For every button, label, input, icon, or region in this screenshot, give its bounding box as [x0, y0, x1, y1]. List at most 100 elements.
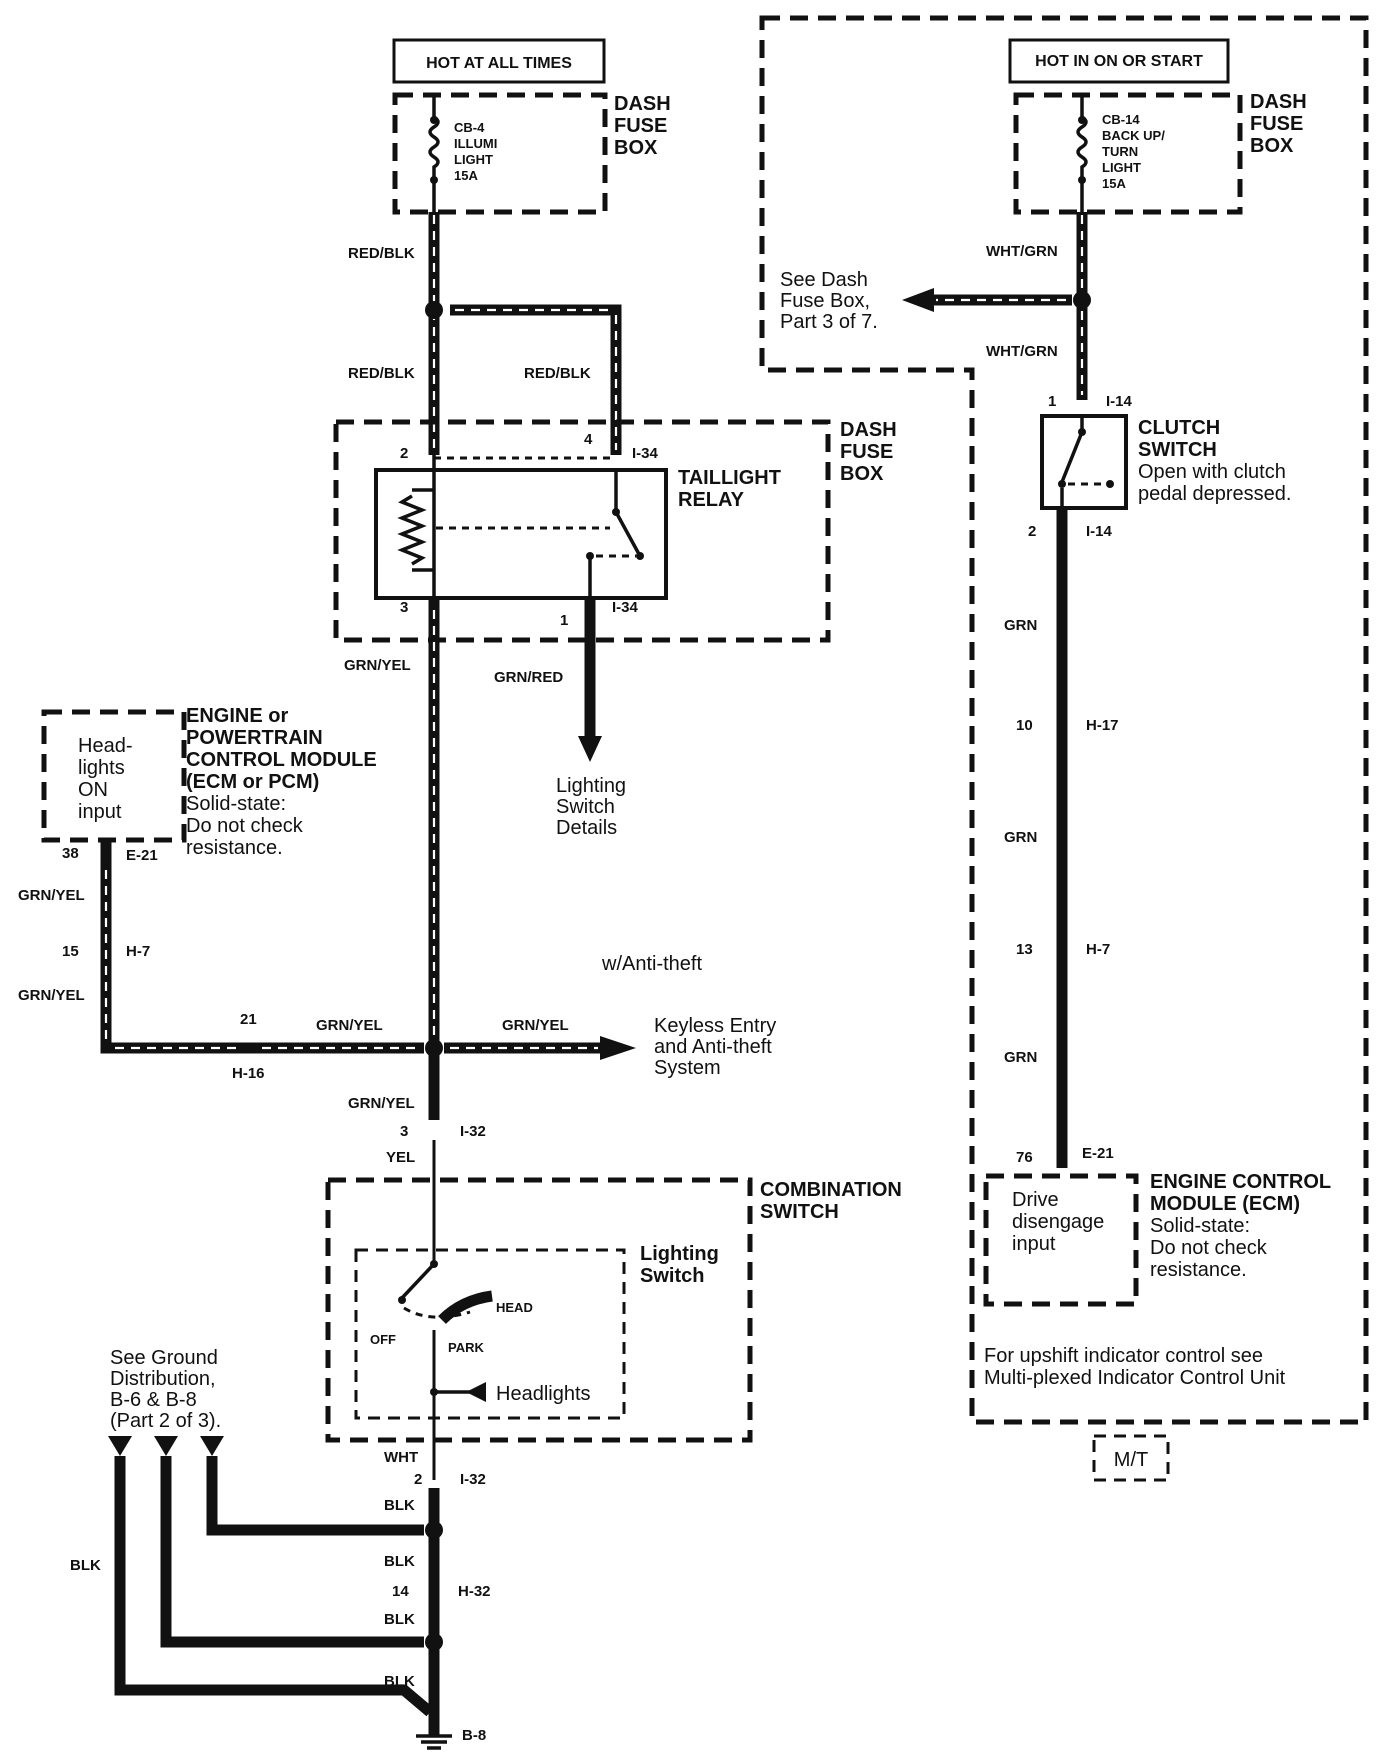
ecm-title-l2: MODULE (ECM) — [1150, 1193, 1300, 1215]
upshift-note-l1: For upshift indicator control see — [984, 1345, 1263, 1367]
anti-theft-label: w/Anti-theft — [601, 953, 702, 975]
ecm-pcm-box — [41, 709, 187, 843]
conn-h17: H-17 — [1086, 717, 1119, 734]
wire-label-wht-grn-2: WHT/GRN — [986, 343, 1058, 360]
combination-switch-l2: SWITCH — [760, 1201, 839, 1223]
conn-i34-bottom: I-34 — [612, 599, 639, 616]
wire-label-blk-2: BLK — [384, 1497, 415, 1514]
lighting-switch-l1: Lighting — [640, 1243, 719, 1265]
ecm-desc-l1: Solid-state: — [1150, 1215, 1250, 1237]
conn-h7-right: H-7 — [1086, 941, 1110, 958]
dash-fuse-box-right — [1013, 92, 1243, 215]
conn-13: 13 — [1016, 941, 1033, 958]
ecm-input-l2: disengage — [1012, 1211, 1104, 1233]
wire-label-grn-red: GRN/RED — [494, 669, 563, 686]
lighting-details-l1: Lighting — [556, 775, 626, 797]
lighting-switch-blade — [400, 1262, 436, 1300]
dash-fuse-right-l2: FUSE — [1250, 113, 1303, 135]
taillight-relay-l1: TAILLIGHT — [678, 467, 781, 489]
combination-switch-l1: COMBINATION — [760, 1179, 902, 1201]
header-right: HOT IN ON OR START — [1035, 53, 1203, 70]
conn-b8: B-8 — [462, 1727, 486, 1744]
conn-i14-bottom: I-14 — [1086, 523, 1113, 540]
keyless-l2: and Anti-theft — [654, 1036, 772, 1058]
header-box-right — [1008, 38, 1230, 84]
dash-fuse-right-l1: DASH — [1250, 91, 1307, 113]
wire-label-grn-yel-1: GRN/YEL — [344, 657, 411, 674]
conn-10: 10 — [1016, 717, 1033, 734]
conn-e21-right: E-21 — [1082, 1145, 1114, 1162]
fuse-left-l2: ILLUMI — [454, 136, 497, 151]
clutch-title-l2: SWITCH — [1138, 439, 1217, 461]
wire-label-blk-3: BLK — [384, 1553, 415, 1570]
lighting-details-l3: Details — [556, 817, 617, 839]
ecm-box — [983, 1173, 1139, 1307]
conn-e21-left: E-21 — [126, 847, 158, 864]
see-ground-l2: Distribution, — [110, 1368, 216, 1390]
ecm-desc-l2: Do not check — [1150, 1237, 1268, 1259]
ground-arrow-1 — [108, 1436, 132, 1456]
wire-label-grn-yel-3: GRN/YEL — [18, 987, 85, 1004]
clutch-desc-l1: Open with clutch — [1138, 461, 1286, 483]
arrow-keyless — [600, 1036, 636, 1060]
wire-label-grn-2: GRN — [1004, 829, 1037, 846]
taillight-relay-l2: RELAY — [678, 489, 745, 511]
wire-label-red-blk-3: RED/BLK — [524, 365, 591, 382]
taillight-relay — [374, 468, 668, 600]
fuse-right-l5: 15A — [1102, 176, 1126, 191]
wire-label-red-blk-2: RED/BLK — [348, 365, 415, 382]
conn-i34-top: I-34 — [632, 445, 659, 462]
conn-14: 14 — [392, 1583, 409, 1600]
wire-label-grn-1: GRN — [1004, 617, 1037, 634]
fuse-symbol-right — [1076, 95, 1088, 212]
splice-red-blk — [425, 301, 443, 319]
dash-fuse-relay-l3: BOX — [840, 463, 884, 485]
ecm-pcm-title-l1: ENGINE or — [186, 705, 288, 727]
keyless-l3: System — [654, 1057, 721, 1079]
conn-h7-left: H-7 — [126, 943, 150, 960]
splice-wht-grn — [1073, 291, 1091, 309]
relay-coil — [397, 494, 427, 566]
clutch-switch-blade — [1060, 416, 1084, 483]
ecm-pcm-title-l3: CONTROL MODULE — [186, 749, 377, 771]
arrow-lighting-details — [578, 736, 602, 762]
conn-4: 4 — [584, 431, 593, 448]
see-dash-l3: Part 3 of 7. — [780, 311, 878, 333]
dash-fuse-box-left — [392, 92, 608, 215]
header-box-left — [392, 38, 606, 84]
pos-off: OFF — [370, 1332, 396, 1347]
dash-fuse-relay-l2: FUSE — [840, 441, 893, 463]
wire-blk-ground-1 — [114, 1456, 434, 1717]
fuse-right-l3: TURN — [1102, 144, 1138, 159]
dash-fuse-relay-l1: DASH — [840, 419, 897, 441]
head-contact — [438, 1290, 493, 1325]
ecm-pcm-input-l2: lights — [78, 757, 125, 779]
conn-2: 2 — [400, 445, 408, 462]
pos-head: HEAD — [496, 1300, 533, 1315]
conn-1-right: 1 — [1048, 393, 1056, 410]
conn-76: 76 — [1016, 1149, 1033, 1166]
dash-fuse-left-l1: DASH — [614, 93, 671, 115]
conn-38: 38 — [62, 845, 79, 862]
wire-label-grn-yel-2: GRN/YEL — [18, 887, 85, 904]
wire-label-wht-grn-1: WHT/GRN — [986, 243, 1058, 260]
fuse-left-l3: LIGHT — [454, 152, 493, 167]
fuse-right-l2: BACK UP/ — [1102, 128, 1165, 143]
see-ground-l4: (Part 2 of 3). — [110, 1410, 221, 1432]
clutch-switch-box — [1040, 414, 1128, 510]
fuse-right-l4: LIGHT — [1102, 160, 1141, 175]
ecm-pcm-title-l2: POWERTRAIN — [186, 727, 323, 749]
conn-h16: H-16 — [232, 1065, 265, 1082]
wire-blk-ground-3 — [206, 1456, 424, 1536]
ecm-input-l3: input — [1012, 1233, 1056, 1255]
mt-label: M/T — [1114, 1449, 1148, 1471]
conn-2-i32: 2 — [414, 1471, 422, 1488]
conn-15: 15 — [62, 943, 79, 960]
splice-grn-yel — [425, 1039, 443, 1057]
clutch-desc-l2: pedal depressed. — [1138, 483, 1291, 505]
wire-label-yel: YEL — [386, 1149, 415, 1166]
upshift-note-l2: Multi-plexed Indicator Control Unit — [984, 1367, 1286, 1389]
ecm-input-l1: Drive — [1012, 1189, 1059, 1211]
conn-2-right: 2 — [1028, 523, 1036, 540]
pos-headlights: Headlights — [496, 1383, 591, 1405]
